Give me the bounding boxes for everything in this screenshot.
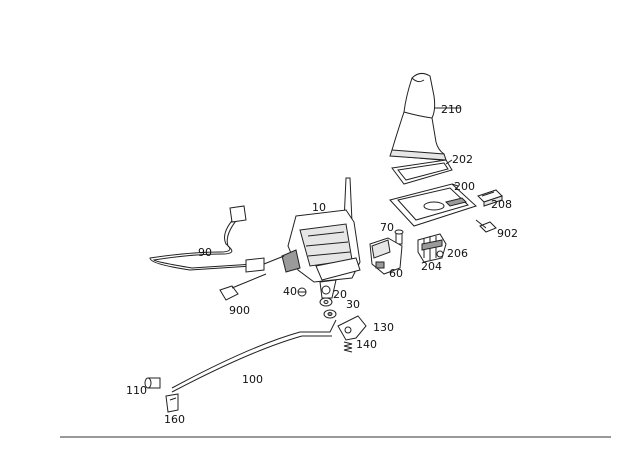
part-140-spring xyxy=(343,341,353,353)
part-10-shifter-assembly xyxy=(281,177,361,299)
part-100-shift-cable xyxy=(171,319,337,393)
label-160: 160 xyxy=(164,413,185,426)
label-110: 110 xyxy=(126,384,147,397)
label-90: 90 xyxy=(198,246,212,259)
part-60-module xyxy=(369,237,403,275)
label-202: 202 xyxy=(452,153,473,166)
part-900-connector xyxy=(219,273,267,301)
part-208-switch xyxy=(477,189,503,207)
label-30: 30 xyxy=(346,298,360,311)
part-210-shift-boot xyxy=(389,72,460,161)
label-200: 200 xyxy=(454,180,475,193)
label-40: 40 xyxy=(283,285,297,298)
part-202-frame xyxy=(391,159,453,185)
part-160-bracket xyxy=(165,393,179,413)
part-40-clip xyxy=(297,287,307,297)
part-902-connector xyxy=(475,219,497,233)
label-206: 206 xyxy=(447,247,468,260)
label-140: 140 xyxy=(356,338,377,351)
part-204-mechanism xyxy=(417,233,447,263)
part-200-trim-panel xyxy=(389,183,477,227)
label-902: 902 xyxy=(497,227,518,240)
part-20-washer xyxy=(319,297,333,307)
label-204: 204 xyxy=(421,260,442,273)
part-30-bushing xyxy=(323,309,337,319)
part-90-cable-harness xyxy=(149,205,285,273)
part-110-end-fitting xyxy=(144,377,161,389)
label-208: 208 xyxy=(491,198,512,211)
label-70: 70 xyxy=(380,221,394,234)
label-130: 130 xyxy=(373,321,394,334)
label-60: 60 xyxy=(389,267,403,280)
label-900: 900 xyxy=(229,304,250,317)
label-210: 210 xyxy=(441,103,462,116)
label-100: 100 xyxy=(242,373,263,386)
part-70-pin xyxy=(394,229,404,250)
label-10: 10 xyxy=(312,201,326,214)
label-20: 20 xyxy=(333,288,347,301)
part-206-screw xyxy=(436,250,444,258)
part-130-lever xyxy=(337,315,367,341)
